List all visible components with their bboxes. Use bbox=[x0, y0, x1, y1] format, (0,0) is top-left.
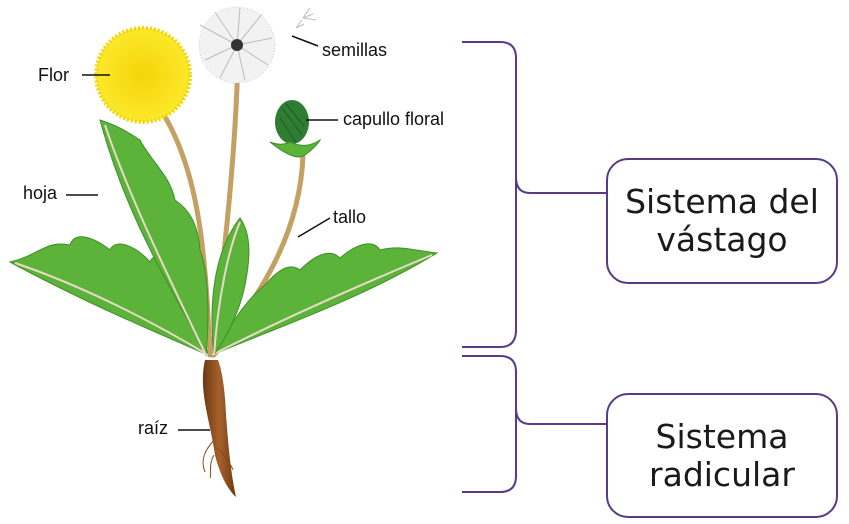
shoot-system-line1: Sistema del bbox=[625, 183, 819, 221]
shoot-bracket-top bbox=[462, 42, 606, 193]
seed-head bbox=[199, 7, 275, 83]
root-system-line1: Sistema bbox=[656, 418, 789, 456]
dandelion-flower bbox=[96, 28, 190, 122]
label-stem: tallo bbox=[333, 208, 366, 226]
flower-bud bbox=[270, 100, 320, 157]
root-bracket-top bbox=[462, 356, 606, 424]
shoot-bracket-bottom bbox=[462, 177, 516, 347]
label-flower: Flor bbox=[38, 66, 69, 84]
label-leaf: hoja bbox=[23, 184, 57, 202]
label-bud: capullo floral bbox=[343, 110, 444, 128]
shoot-system-line2: vástago bbox=[656, 221, 787, 259]
shoot-system-box: Sistema del vástago bbox=[606, 158, 838, 284]
pointer-stem bbox=[298, 218, 330, 237]
root-bracket-bottom bbox=[462, 408, 516, 492]
taproot bbox=[203, 360, 236, 497]
root-system-line2: radicular bbox=[649, 456, 795, 494]
loose-seeds bbox=[296, 8, 316, 28]
label-root: raíz bbox=[138, 419, 168, 437]
pointer-seeds bbox=[292, 36, 318, 46]
root-system-box: Sistema radicular bbox=[606, 393, 838, 518]
brackets bbox=[462, 42, 606, 492]
label-seeds: semillas bbox=[322, 41, 387, 59]
